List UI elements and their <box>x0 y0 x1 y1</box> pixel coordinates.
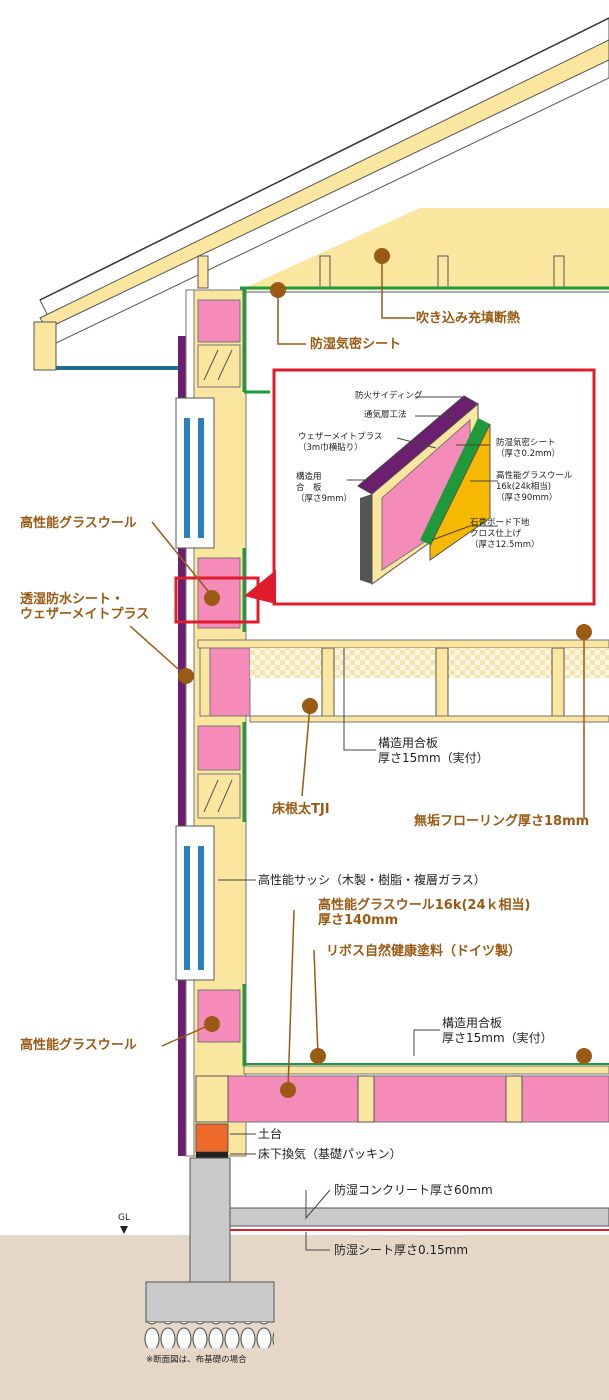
label-gl: GL <box>118 1213 130 1223</box>
detail-glass-wool: 高性能グラスウール 16k(24k相当) （厚さ90mm） <box>496 471 573 503</box>
label-concrete: 防湿コンクリート厚さ60mm <box>334 1183 493 1197</box>
label-flooring: 無垢フローリング厚さ18mm <box>414 814 590 829</box>
detail-gypsum: 石膏ボード下地 クロス仕上げ （厚さ12.5mm） <box>470 518 540 550</box>
label-sill: 土台 <box>258 1127 283 1141</box>
exterior-wall-siding <box>178 336 186 1156</box>
detail-fire-siding: 防火サイディング <box>355 391 423 401</box>
detail-struct-plywood: 構造用 合 板 （厚さ9mm） <box>296 472 352 504</box>
slab <box>229 1207 609 1227</box>
label-moisture-sheet: 防湿シート厚さ0.15mm <box>334 1243 469 1257</box>
ground <box>0 1235 609 1400</box>
label-vapor-barrier: 防湿気密シート <box>310 337 402 352</box>
floor-cavity <box>250 648 609 678</box>
attic-insulation <box>240 208 609 290</box>
label-plywood-floor: 構造用合板 厚さ15mm（実付） <box>442 1016 553 1045</box>
detail-weathermate: ウェザーメイトプラス （3m巾横貼り） <box>298 432 383 453</box>
lower-window <box>175 825 215 981</box>
label-paint: リボス自然健康塗料（ドイツ製） <box>326 944 522 959</box>
label-underfloor-vent: 床下換気（基礎パッキン） <box>258 1147 402 1161</box>
wall-insulation-mid <box>197 557 241 629</box>
label-blown-insulation: 吹き込み充填断熱 <box>416 311 521 326</box>
upper-window <box>175 397 215 549</box>
eave-end <box>33 321 57 371</box>
ground-floor-insulation <box>195 1075 609 1123</box>
sill-plate <box>195 1123 229 1153</box>
wall-insulation-ground <box>197 989 241 1043</box>
label-breathable-sheet: 透湿防水シート・ ウェザーメイトプラス <box>20 592 150 622</box>
detail-wall-illustration <box>357 395 491 585</box>
wall-insulation-top <box>197 299 241 343</box>
foundation-footing <box>145 1281 275 1323</box>
detail-vapor-sheet: 防湿気密シート （厚さ0.2mm） <box>496 438 561 459</box>
foundation-wall <box>189 1157 231 1283</box>
wall-insulation-lower <box>197 725 241 771</box>
detail-vent-layer: 通気層工法 <box>364 410 407 420</box>
gl-marker <box>120 1226 128 1234</box>
label-glass-wool-lower: 高性能グラスウール <box>20 1038 137 1053</box>
label-sash: 高性能サッシ（木製・樹脂・複層ガラス） <box>258 873 486 887</box>
label-glass-wool-upper: 高性能グラスウール <box>20 516 137 531</box>
label-floor-joist: 床根太TJI <box>272 802 330 817</box>
label-footnote: ※断面図は、布基礎の場合 <box>146 1355 247 1365</box>
roof-underside <box>43 59 609 346</box>
floor-band <box>197 639 609 649</box>
label-glass-wool-16k: 高性能グラスウール16k(24ｋ相当) 厚さ140mm <box>318 898 531 928</box>
highlight-box <box>174 576 260 624</box>
gravel-base <box>144 1322 274 1348</box>
floor-joists-tji <box>321 647 565 717</box>
label-plywood-mid: 構造用合板 厚さ15mm（実付） <box>378 736 489 765</box>
